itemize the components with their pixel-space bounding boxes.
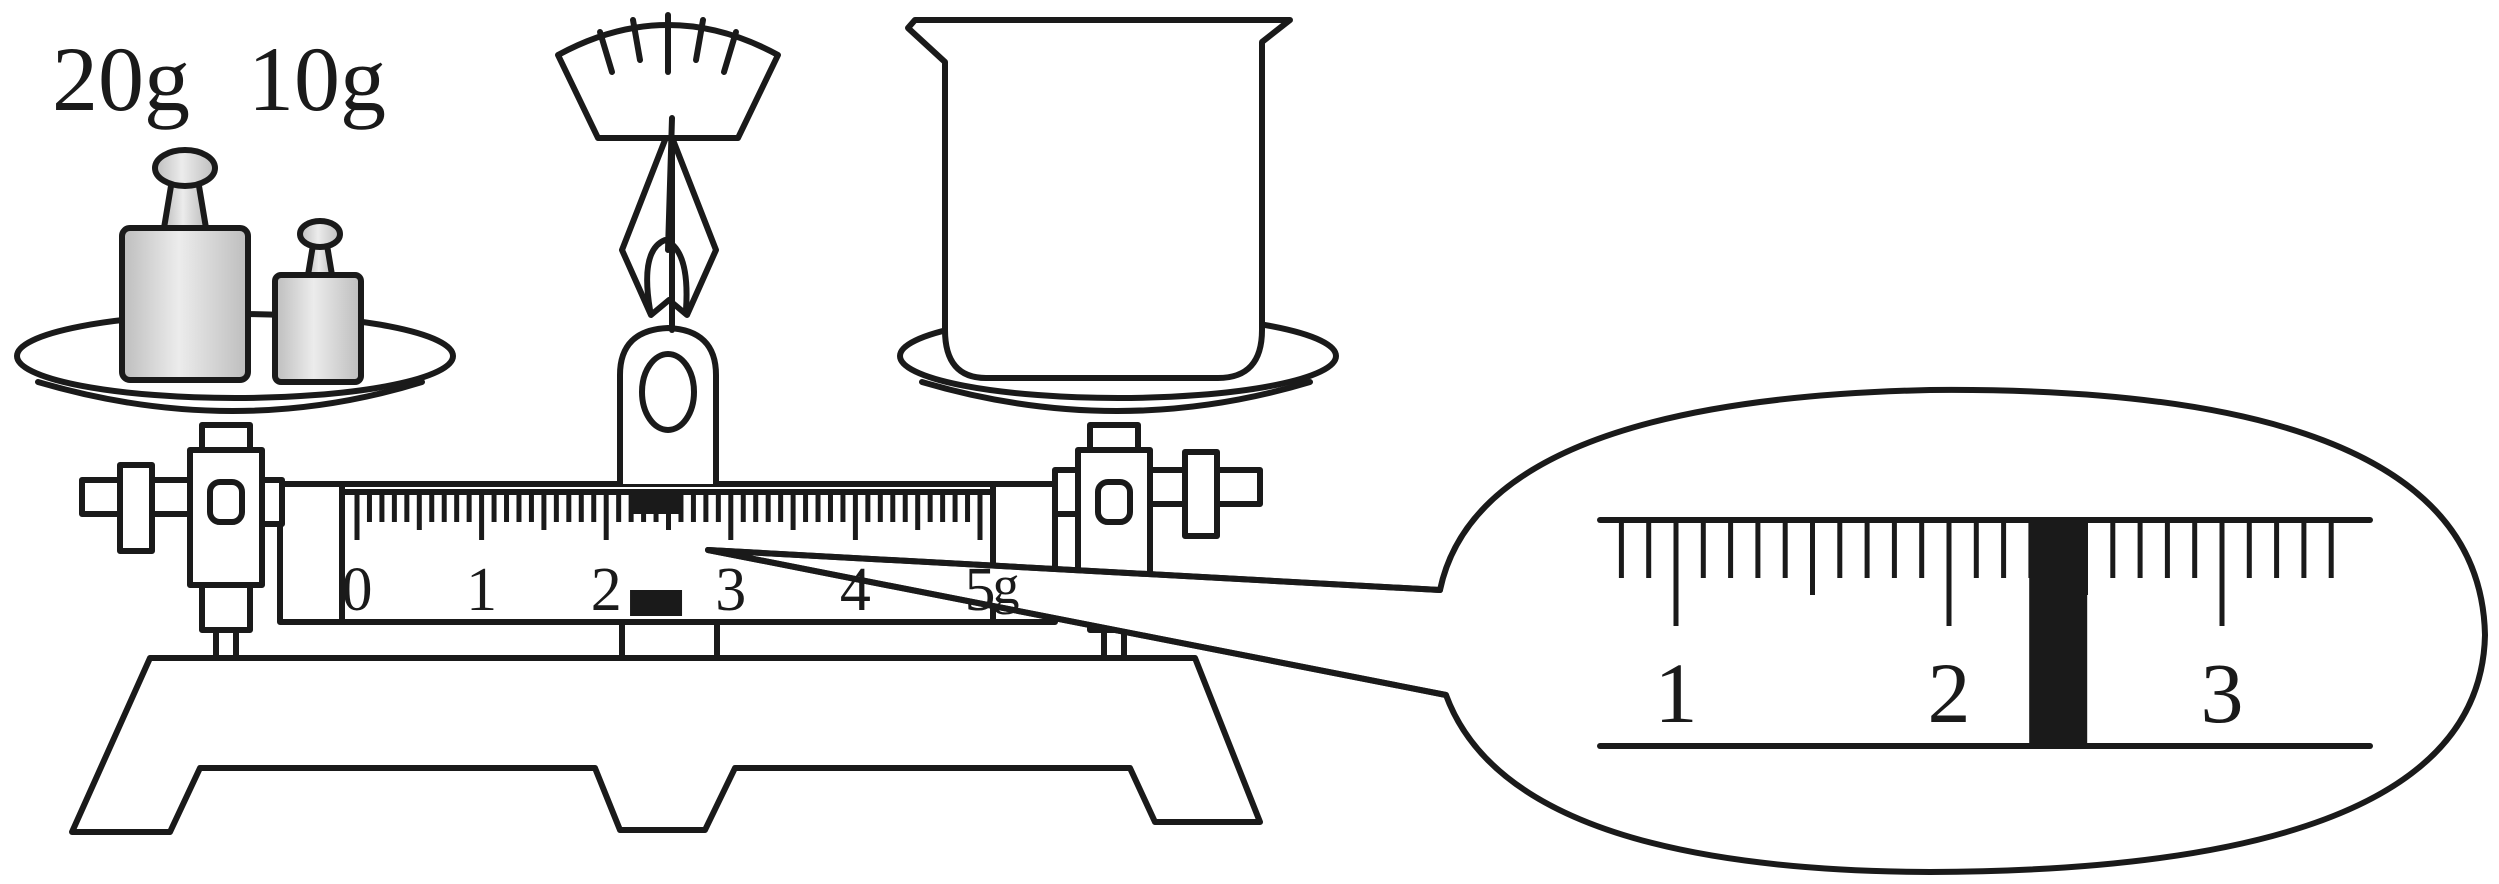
beam-scale-label: 4 xyxy=(840,556,871,624)
beam-scale-labels: 0 1 2 3 4 5g xyxy=(342,555,1020,624)
beam-scale-label: 1 xyxy=(466,556,497,624)
zoom-scale-labels: 1 2 3 xyxy=(1655,645,2244,741)
left-balance-nut[interactable] xyxy=(79,462,193,554)
zoom-scale-label: 1 xyxy=(1655,645,1698,741)
left-pillar xyxy=(187,422,285,661)
right-balance-nut[interactable] xyxy=(1147,449,1263,539)
pointer-needle xyxy=(665,115,675,253)
weight-20g-label: 20g xyxy=(52,28,190,130)
beam-scale-label: 5 xyxy=(965,556,996,624)
beam-rider-top[interactable] xyxy=(629,492,684,514)
zoom-scale xyxy=(1618,520,2334,626)
zoom-scale-label: 2 xyxy=(1928,645,1971,741)
beam-scale-label: 0 xyxy=(342,556,373,624)
magnifier-bubble xyxy=(705,386,2488,875)
beam-rider-bottom[interactable] xyxy=(630,590,683,616)
beam-scale-label: 3 xyxy=(715,556,746,624)
zoom-scale-label: 3 xyxy=(2201,645,2244,741)
balance-base xyxy=(69,655,1263,835)
zoom-rider xyxy=(2029,520,2088,746)
beam-scale-unit: g xyxy=(993,555,1020,615)
beam-scale-label: 2 xyxy=(591,556,622,624)
beaker xyxy=(905,17,1293,381)
weight-10g xyxy=(272,218,364,385)
pointer-dial xyxy=(555,12,781,141)
weight-10g-label: 10g xyxy=(248,28,386,130)
center-post xyxy=(619,622,720,661)
weight-20g xyxy=(119,147,251,383)
